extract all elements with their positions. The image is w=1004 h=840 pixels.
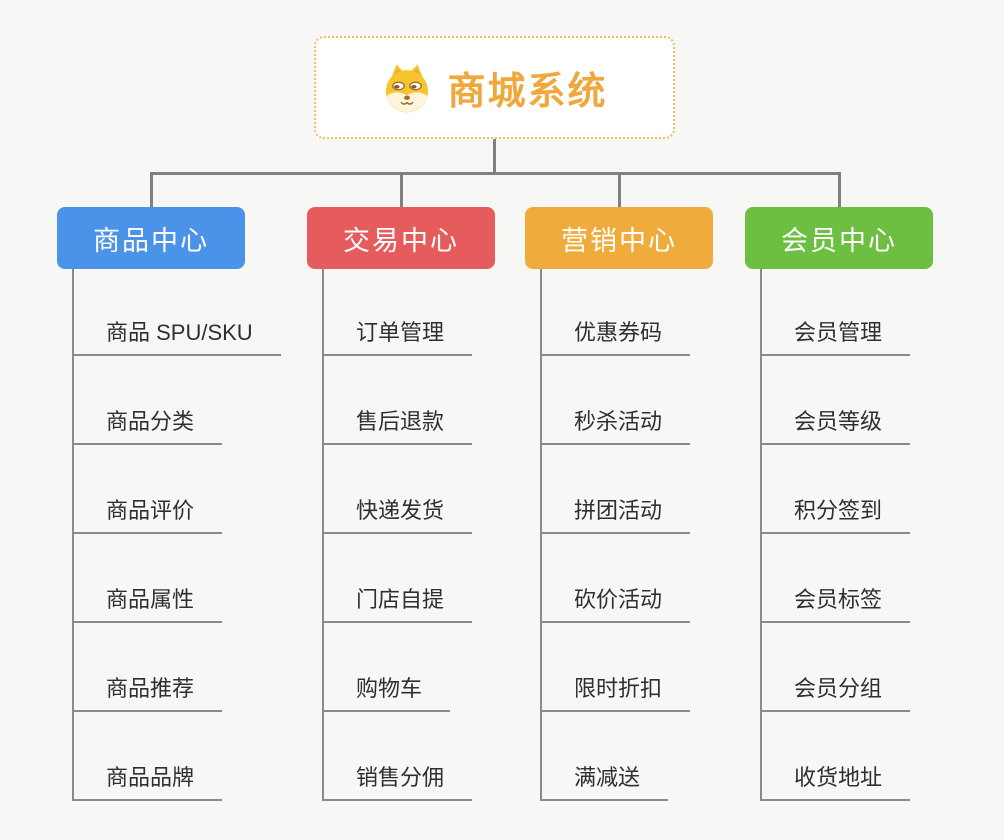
- leaf-node[interactable]: 满减送: [540, 763, 669, 801]
- branch-vline: [760, 269, 762, 801]
- leaf-node[interactable]: 订单管理: [322, 318, 473, 356]
- leaf-node[interactable]: 门店自提: [322, 585, 473, 623]
- branch-vline: [540, 269, 542, 801]
- leaf-node[interactable]: 商品属性: [72, 585, 223, 623]
- leaf-node[interactable]: 商品分类: [72, 407, 223, 445]
- leaf-node[interactable]: 秒杀活动: [540, 407, 691, 445]
- leaf-node[interactable]: 售后退款: [322, 407, 473, 445]
- connector-line: [400, 172, 403, 207]
- leaf-node[interactable]: 收货地址: [760, 763, 911, 801]
- leaf-node[interactable]: 商品推荐: [72, 674, 223, 712]
- leaf-node[interactable]: 快递发货: [322, 496, 473, 534]
- branch-vline: [322, 269, 324, 801]
- connector-line: [493, 139, 496, 172]
- connector-line: [150, 172, 841, 175]
- leaf-node[interactable]: 积分签到: [760, 496, 911, 534]
- leaf-node[interactable]: 优惠券码: [540, 318, 691, 356]
- branch-header-3[interactable]: 营销中心: [525, 207, 713, 269]
- connector-line: [150, 172, 153, 207]
- connector-line: [838, 172, 841, 207]
- leaf-node[interactable]: 会员分组: [760, 674, 911, 712]
- branch-header-4[interactable]: 会员中心: [745, 207, 933, 269]
- branch-header-1[interactable]: 商品中心: [57, 207, 245, 269]
- leaf-node[interactable]: 砍价活动: [540, 585, 691, 623]
- connector-line: [618, 172, 621, 207]
- root-title: 商城系统: [447, 71, 608, 113]
- root-node[interactable]: 商城系统: [314, 36, 675, 139]
- branch-header-2[interactable]: 交易中心: [307, 207, 495, 269]
- leaf-node[interactable]: 限时折扣: [540, 674, 691, 712]
- leaf-node[interactable]: 会员等级: [760, 407, 911, 445]
- dog-icon: [381, 62, 433, 114]
- leaf-node[interactable]: 商品 SPU/SKU: [72, 318, 281, 356]
- leaf-node[interactable]: 购物车: [322, 674, 451, 712]
- leaf-node[interactable]: 商品评价: [72, 496, 223, 534]
- leaf-node[interactable]: 销售分佣: [322, 763, 473, 801]
- branch-vline: [72, 269, 74, 801]
- leaf-node[interactable]: 拼团活动: [540, 496, 691, 534]
- leaf-node[interactable]: 会员标签: [760, 585, 911, 623]
- leaf-node[interactable]: 会员管理: [760, 318, 911, 356]
- leaf-node[interactable]: 商品品牌: [72, 763, 223, 801]
